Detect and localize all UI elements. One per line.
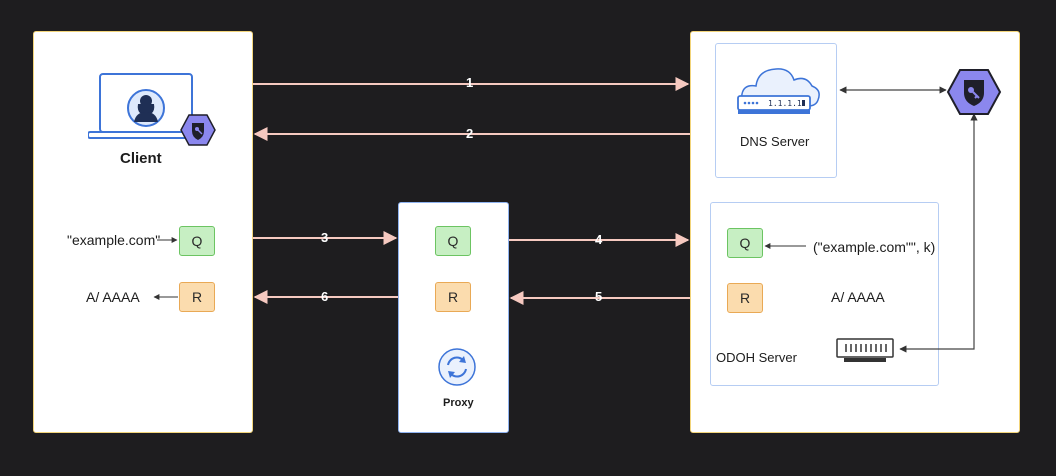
arrow-label-3: 3 [321, 230, 329, 245]
dns-ip-label: 1.1.1.1 [768, 99, 802, 108]
arrow-label-6: 6 [321, 289, 329, 304]
proxy-r-badge: R [435, 282, 471, 312]
arrow-label-5: 5 [595, 289, 603, 304]
arrow-label-4: 4 [595, 232, 603, 247]
arrow-label-1: 1 [466, 75, 474, 90]
cloud-server-icon: 1.1.1.1 [737, 68, 820, 114]
odoh-q-badge: Q [727, 228, 763, 258]
proxy-title: Proxy [443, 397, 474, 409]
odoh-server-title: ODOH Server [716, 350, 797, 365]
arrow-label-2: 2 [466, 126, 474, 141]
shield-key-icon [180, 114, 216, 146]
odoh-query-text: ("example.com"", k) [813, 239, 936, 255]
key-odoh-link [899, 113, 978, 353]
odoh-result-text: A/ AAAA [831, 289, 885, 305]
laptop-user-icon [88, 73, 200, 139]
proxy-q-badge: Q [435, 226, 471, 256]
client-r-badge: R [179, 282, 215, 312]
client-title: Client [120, 150, 162, 167]
server-rack-icon [836, 338, 894, 362]
client-query-text: "example.com" [67, 232, 161, 248]
hexagon-key-icon [946, 69, 1002, 115]
client-q-badge: Q [179, 226, 215, 256]
odoh-r-badge: R [727, 283, 763, 313]
sync-icon [438, 348, 476, 386]
dns-server-title: DNS Server [740, 134, 810, 149]
client-result-text: A/ AAAA [86, 289, 140, 305]
